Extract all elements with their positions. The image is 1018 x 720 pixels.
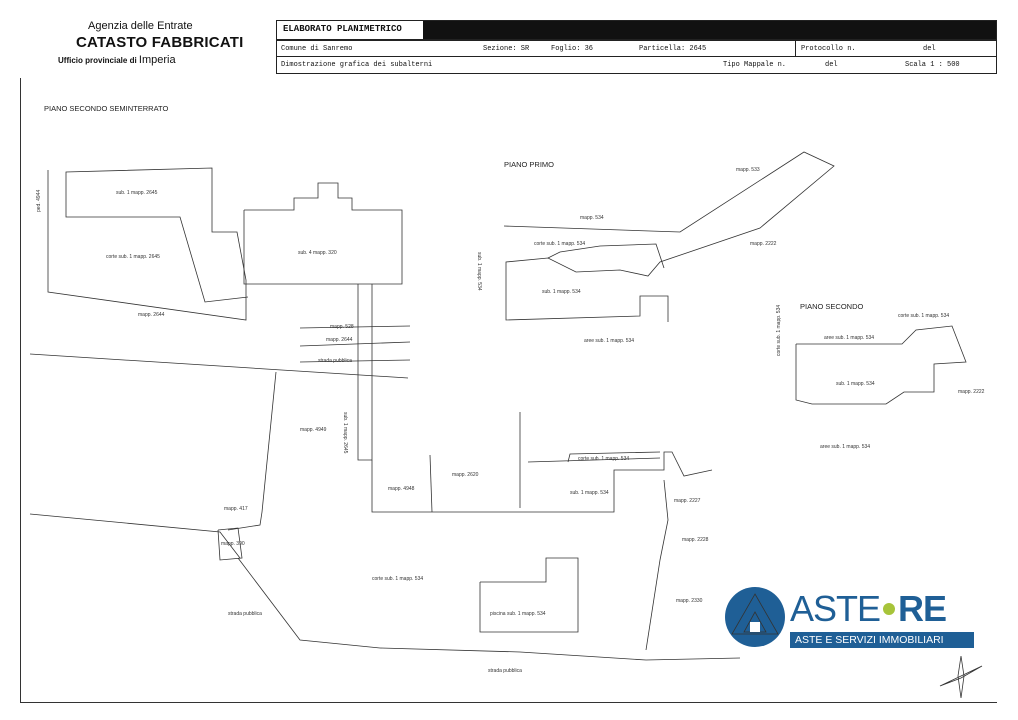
parcel-label: sub. 4 mapp. 320 [298, 250, 337, 256]
logo-aste: ASTE [790, 588, 881, 629]
parcel-label: mapp. 4949 [300, 427, 327, 433]
parcel-label: mapp. 2222 [750, 241, 777, 247]
parcel-label: aree sub. 1 mapp. 534 [824, 335, 875, 341]
ufficio-line: Ufficio provinciale di Imperia [58, 54, 176, 66]
parcel-label: mapp. 4948 [388, 486, 415, 492]
parcel-label: sub. 1 mapp. 2645 [116, 190, 158, 196]
road [237, 557, 741, 661]
sezione: Sezione: SR [483, 45, 530, 53]
floor-primo: PIANO PRIMO [504, 160, 555, 169]
header-divider [795, 41, 796, 56]
ufficio-label: Ufficio provinciale di [58, 56, 137, 65]
agency-name: Agenzia delle Entrate [88, 20, 193, 32]
building-320 [243, 182, 403, 285]
parcel-label: mapp. 533 [736, 167, 760, 173]
scala: Scala 1 : 500 [905, 61, 960, 69]
parcel-label: sub. 1 mapp. 534 [542, 289, 581, 295]
parcel-label: sub. 1 mapp. 534 [836, 381, 875, 387]
logo-dot-icon [883, 603, 896, 615]
central-strip [357, 284, 373, 461]
dimostrazione: Dimostrazione grafica dei subalterni [281, 61, 433, 69]
parcel-label: corte sub. 1 mapp. 534 [372, 576, 424, 582]
logo-bar [790, 632, 974, 648]
header-black-bar [423, 21, 996, 39]
protocollo: Protocollo n. [801, 45, 856, 53]
secondo-outline [795, 325, 967, 405]
mapp-4949 [227, 371, 277, 531]
parcel-label: strada pubblica [228, 611, 262, 617]
parcel-label: corte sub. 1 mapp. 534 [776, 304, 782, 356]
lot-2645 [47, 167, 249, 321]
parcel-label: corte sub. 1 mapp. 534 [578, 456, 630, 462]
road-top [29, 513, 241, 559]
parcel-label: mapp. 2620 [452, 472, 479, 478]
floor-secondo: PIANO SECONDO [800, 302, 864, 311]
pool [479, 557, 579, 633]
drawing-frame [20, 78, 997, 703]
del-1: del [923, 45, 936, 53]
mapp-390 [217, 527, 243, 561]
logo-subtitle: ASTE E SERVIZI IMMOBILIARI [795, 634, 944, 646]
parcel-label: mapp. 390 [221, 541, 245, 547]
foglio: Foglio: 36 [551, 45, 594, 53]
north-arrow-icon [939, 655, 983, 699]
parcel-label: sub. 1 mapp. 2645 [342, 412, 348, 454]
parcel-label: sub. 1 mapp. 534 [476, 252, 482, 291]
comune: Comune di Sanremo [281, 45, 353, 53]
header-table: ELABORATO PLANIMETRICO Comune di Sanremo… [276, 20, 997, 74]
tipo-mappale: Tipo Mappale n. [723, 61, 787, 69]
del-2: del [825, 61, 838, 69]
parcel-label: mapp. 2644 [326, 337, 353, 343]
parcel-label: corte sub. 1 mapp. 2645 [106, 254, 160, 260]
parcel-label: corte sub. 1 mapp. 534 [898, 313, 950, 319]
right-boundary [645, 479, 669, 651]
logo-icon [725, 587, 785, 647]
parcel-label: strada pubblica [488, 668, 522, 674]
parcel-label: ped. 4944 [36, 189, 42, 212]
parcel-label: sub. 1 mapp. 534 [570, 490, 609, 496]
parcel-label: mapp. 528 [330, 324, 354, 330]
catasto-title: CATASTO FABBRICATI [76, 34, 244, 51]
parcel-label: aree sub. 1 mapp. 534 [820, 444, 871, 450]
logo-re: RE [898, 588, 947, 629]
parcel-label: mapp. 2644 [138, 312, 165, 318]
parcel-label: mapp. 534 [580, 215, 604, 221]
parcel-label: strada pubblica [318, 358, 352, 364]
parcel-label: corte sub. 1 mapp. 534 [534, 241, 586, 247]
parcel-label: mapp. 2228 [682, 537, 709, 543]
parcel-label: mapp. 417 [224, 506, 248, 512]
floor-seminterrato: PIANO SECONDO SEMINTERRATO [44, 104, 169, 113]
lower-lots [371, 451, 713, 513]
parcel-label: piscina sub. 1 mapp. 534 [490, 611, 546, 617]
parcel-label: mapp. 2330 [676, 598, 703, 604]
parcel-label: aree sub. 1 mapp. 534 [584, 338, 635, 344]
provincia: Imperia [138, 54, 176, 66]
parcel-label: mapp. 2227 [674, 498, 701, 504]
parcel-label: mapp. 2222 [958, 389, 985, 395]
primo-outline [503, 151, 835, 322]
elaborato-title: ELABORATO PLANIMETRICO [283, 24, 402, 34]
logo-wordmark: ASTE RE [790, 588, 947, 630]
header-row-2: Comune di Sanremo Sezione: SR Foglio: 36… [277, 40, 996, 57]
particella: Particella: 2645 [639, 45, 707, 53]
header-row-3: Dimostrazione grafica dei subalterni Tip… [277, 56, 996, 72]
header-row-1: ELABORATO PLANIMETRICO [277, 21, 996, 40]
